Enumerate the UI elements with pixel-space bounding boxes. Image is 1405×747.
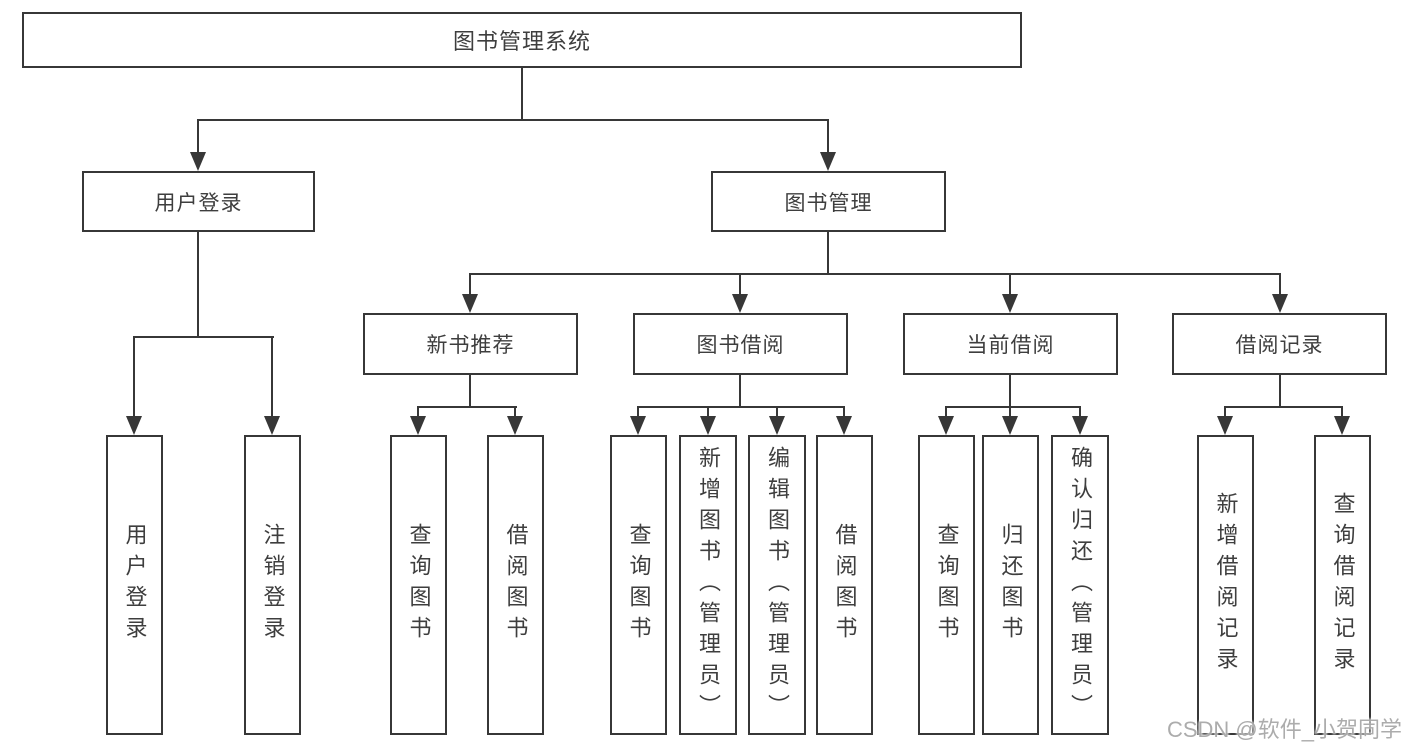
connector-line	[1341, 406, 1343, 418]
leaf-return-book: 归还图书	[982, 435, 1039, 735]
node-label: 图书借阅	[696, 334, 785, 357]
node-label: 当前借阅	[966, 334, 1055, 357]
arrow-down-icon	[190, 152, 206, 171]
leaf-add-borrow-record: 新增借阅记录	[1197, 435, 1254, 735]
connector-line	[197, 232, 199, 338]
connector-line	[637, 406, 845, 408]
connector-line	[1009, 273, 1011, 299]
node-library-system: 图书管理系统	[22, 12, 1022, 68]
connector-line	[1009, 375, 1011, 408]
connector-line	[417, 406, 517, 408]
connector-line	[1009, 406, 1011, 418]
connector-line	[197, 119, 829, 121]
leaf-confirm-return-admin: 确认归还（管理员）	[1051, 435, 1109, 735]
connector-line	[133, 336, 274, 338]
leaf-label: 用户登录	[122, 523, 148, 647]
leaf-edit-book-admin: 编辑图书（管理员）	[748, 435, 806, 735]
leaf-add-book-admin: 新增图书（管理员）	[679, 435, 737, 735]
connector-line	[417, 406, 419, 418]
connector-line	[1279, 273, 1281, 299]
node-user-login: 用户登录	[82, 171, 315, 232]
connector-line	[637, 406, 639, 418]
connector-line	[827, 119, 829, 157]
connector-line	[1224, 406, 1226, 418]
arrow-down-icon	[462, 294, 478, 313]
connector-line	[469, 273, 471, 299]
arrow-down-icon	[507, 416, 523, 435]
arrow-down-icon	[700, 416, 716, 435]
connector-line	[827, 232, 829, 275]
arrow-down-icon	[820, 152, 836, 171]
connector-line	[945, 406, 1081, 408]
arrow-down-icon	[938, 416, 954, 435]
connector-line	[776, 406, 778, 418]
node-book-borrow: 图书借阅	[633, 313, 848, 375]
connector-line	[739, 375, 741, 408]
leaf-label: 归还图书	[998, 523, 1024, 647]
arrow-down-icon	[769, 416, 785, 435]
watermark: CSDN @软件_小贺同学	[1166, 717, 1402, 742]
node-label: 新书推荐	[426, 334, 515, 357]
arrow-down-icon	[630, 416, 646, 435]
leaf-label: 查询借阅记录	[1330, 492, 1356, 678]
connector-line	[739, 273, 741, 299]
connector-line	[133, 336, 135, 418]
connector-line	[707, 406, 709, 418]
connector-line	[197, 119, 199, 157]
arrow-down-icon	[410, 416, 426, 435]
node-label: 图书管理系统	[452, 29, 591, 54]
leaf-query-book-borrow: 查询图书	[610, 435, 667, 735]
node-borrow-records: 借阅记录	[1172, 313, 1387, 375]
arrow-down-icon	[1072, 416, 1088, 435]
leaf-label: 查询图书	[934, 523, 960, 647]
node-book-management: 图书管理	[711, 171, 946, 232]
leaf-query-book-current: 查询图书	[918, 435, 975, 735]
arrow-down-icon	[1002, 294, 1018, 313]
leaf-label: 编辑图书（管理员）	[765, 445, 790, 725]
arrow-down-icon	[1002, 416, 1018, 435]
node-label: 用户登录	[154, 191, 243, 215]
leaf-logout: 注销登录	[244, 435, 301, 735]
leaf-label: 新增图书（管理员）	[696, 445, 721, 725]
node-current-borrow: 当前借阅	[903, 313, 1118, 375]
leaf-borrow-book: 借阅图书	[816, 435, 873, 735]
connector-line	[1279, 375, 1281, 408]
arrow-down-icon	[732, 294, 748, 313]
node-new-book-recommend: 新书推荐	[363, 313, 578, 375]
leaf-query-book-recommend: 查询图书	[390, 435, 447, 735]
leaf-query-borrow-record: 查询借阅记录	[1314, 435, 1371, 735]
leaf-borrow-book-recommend: 借阅图书	[487, 435, 544, 735]
connector-line	[1079, 406, 1081, 418]
leaf-label: 借阅图书	[832, 523, 858, 647]
node-label: 图书管理	[784, 191, 873, 215]
connector-line	[469, 273, 1281, 275]
connector-line	[843, 406, 845, 418]
connector-line	[521, 68, 523, 121]
arrow-down-icon	[1217, 416, 1233, 435]
leaf-label: 查询图书	[626, 523, 652, 647]
connector-line	[1224, 406, 1343, 408]
arrow-down-icon	[836, 416, 852, 435]
leaf-label: 新增借阅记录	[1213, 492, 1239, 678]
connector-line	[469, 375, 471, 408]
connector-line	[945, 406, 947, 418]
leaf-label: 查询图书	[406, 523, 432, 647]
arrow-down-icon	[1272, 294, 1288, 313]
leaf-label: 确认归还（管理员）	[1068, 445, 1093, 725]
node-label: 借阅记录	[1235, 334, 1324, 357]
arrow-down-icon	[126, 416, 142, 435]
leaf-label: 注销登录	[260, 523, 286, 647]
connector-line	[271, 336, 273, 418]
arrow-down-icon	[264, 416, 280, 435]
arrow-down-icon	[1334, 416, 1350, 435]
connector-line	[514, 406, 516, 418]
leaf-user-login: 用户登录	[106, 435, 163, 735]
leaf-label: 借阅图书	[503, 523, 529, 647]
